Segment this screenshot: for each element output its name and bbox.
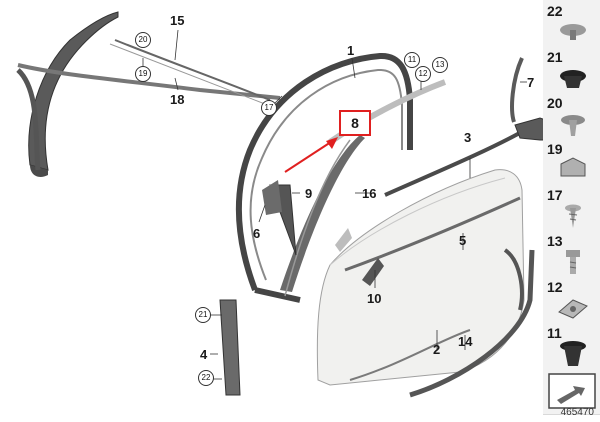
screw-icon [565,204,581,228]
legend-label: 13 [547,233,563,249]
callout-1: 1 [347,43,355,58]
window-guide-rail [284,139,351,297]
windshield-seal [28,11,119,171]
callout-18: 18 [170,92,185,107]
callout-6: 6 [253,226,261,241]
legend-item-22: 22 [543,0,600,47]
legend-item-20: 20 [543,92,600,139]
callout-3: 3 [464,130,472,145]
push-clip-icon [560,24,586,40]
callout-2: 2 [433,342,441,357]
handle-bracket-2 [335,228,352,252]
roof-strip [114,39,271,101]
legend-label: 20 [547,95,563,111]
expanding-rivet-icon [560,70,586,88]
legend-item-12: 12 [543,276,600,323]
a-pillar-lower-trim [219,299,241,396]
arrow-icon [548,373,596,409]
window-frame-seal [280,135,365,292]
legend-item-11: 11 [543,322,600,369]
roof-seal-upper-2 [16,68,41,171]
callout-4: 4 [200,347,208,362]
callout-17-circled: 17 [261,100,277,116]
callout-20-circled: 20 [135,32,151,48]
retaining-clip-icon [560,157,586,177]
legend-item-arrow [543,368,600,415]
roof-seal-upper [17,63,281,100]
door-opening-seal [235,52,413,303]
legend-label: 11 [547,325,562,341]
legend-item-21: 21 [543,46,600,93]
door-bottom-seal [349,329,471,381]
push-rivet-icon [561,115,585,136]
door-panel-edge [329,177,506,266]
legend-label: 22 [547,3,563,19]
legend-label: 17 [547,187,563,203]
callout-14: 14 [458,334,473,349]
handle-bracket [362,258,384,286]
callout-16: 16 [362,186,377,201]
callout-10: 10 [367,291,382,306]
callout-9: 9 [305,186,313,201]
callout-12-circled: 12 [415,66,431,82]
highlight-arrowhead [326,137,338,149]
highlight-arrow [284,139,335,173]
legend-item-13: 13 [543,230,600,277]
legend-label: 19 [547,141,563,157]
mirror-bracket [262,180,282,215]
roof-strip-2 [109,43,266,105]
bolt-icon [566,250,580,274]
legend-item-19: 19 [543,138,600,185]
callout-15: 15 [170,13,185,28]
door-opening-seal-inner [249,68,403,281]
callout-5: 5 [459,233,467,248]
outer-window-seal [384,128,526,197]
callout-11-circled: 11 [404,52,420,68]
catalog-number: 465470 [560,407,594,418]
windshield-seal-lower [30,165,48,177]
callout-21-circled: 21 [195,307,211,323]
b-pillar-strip [510,57,524,123]
callout-22-circled: 22 [198,370,214,386]
clip-nut-icon [558,299,588,319]
legend-label: 21 [547,49,563,65]
callout-7: 7 [527,75,535,90]
highlighted-callout-label: 8 [351,115,359,131]
rear-door-seal [409,249,535,398]
belt-line-seal [344,196,521,272]
legend-item-17: 17 [543,184,600,231]
legend-label: 12 [547,279,563,295]
expanding-nut-icon [560,341,586,366]
rear-door-seal-inner [503,248,524,311]
highlighted-callout-box[interactable]: 8 [339,110,371,136]
callout-13-circled: 13 [432,57,448,73]
callout-19-circled: 19 [135,66,151,82]
